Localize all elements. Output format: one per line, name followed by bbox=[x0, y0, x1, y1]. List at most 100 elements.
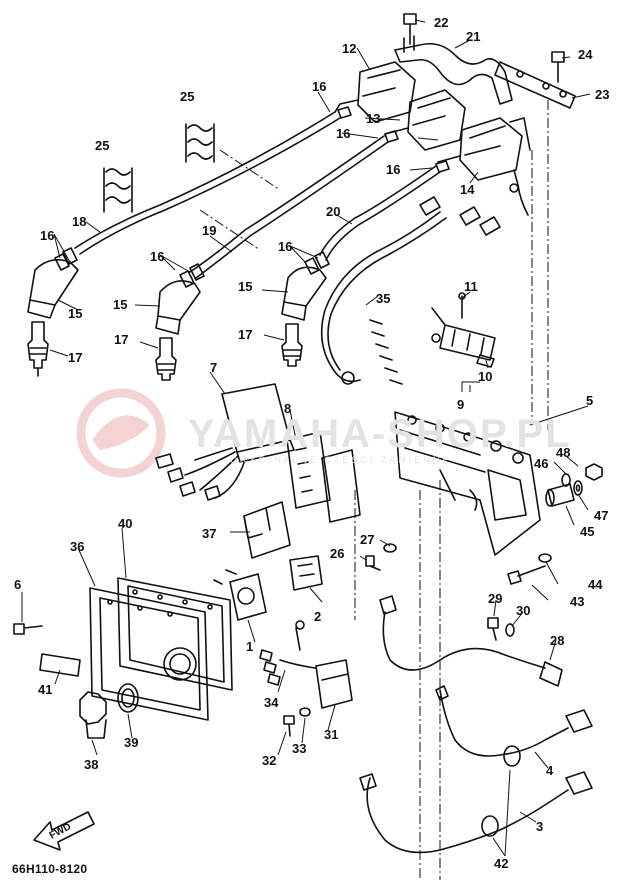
washer-33 bbox=[299, 707, 311, 717]
callout-40: 40 bbox=[118, 516, 133, 531]
electrical-bracket-5 bbox=[394, 411, 541, 556]
spark-plug-17-middle bbox=[155, 337, 177, 381]
callout-15b: 15 bbox=[113, 297, 128, 312]
callout-26: 26 bbox=[330, 546, 345, 561]
callout-16d: 16 bbox=[40, 228, 55, 243]
callout-32: 32 bbox=[262, 753, 277, 768]
callout-33: 33 bbox=[292, 741, 307, 756]
ignition-coil-13 bbox=[384, 89, 466, 151]
callout-43: 43 bbox=[570, 594, 585, 609]
ignition-coil-14 bbox=[437, 117, 531, 216]
callout-16b: 16 bbox=[336, 126, 351, 141]
nut-48 bbox=[585, 463, 603, 481]
callout-6: 6 bbox=[14, 577, 22, 592]
callout-18: 18 bbox=[72, 214, 87, 229]
gasket-40 bbox=[117, 577, 233, 691]
callout-28: 28 bbox=[550, 633, 565, 648]
callout-16e: 16 bbox=[278, 239, 293, 254]
callout-1: 1 bbox=[246, 639, 254, 654]
cap-38 bbox=[79, 691, 107, 739]
callout-35: 35 bbox=[376, 291, 391, 306]
callout-14: 14 bbox=[460, 182, 475, 197]
callout-2: 2 bbox=[314, 609, 322, 624]
coil-bracket-21 bbox=[394, 35, 513, 105]
grommet-16 bbox=[337, 106, 450, 173]
callout-44: 44 bbox=[588, 577, 603, 592]
washer-46 bbox=[561, 473, 571, 487]
screw-32 bbox=[283, 715, 295, 737]
starter-relay-1 bbox=[213, 569, 267, 621]
plug-cap-15-middle bbox=[155, 263, 205, 335]
callout-24: 24 bbox=[578, 47, 593, 62]
plug-cap-15-right bbox=[281, 251, 330, 321]
drawing-code: 66H110-8120 bbox=[12, 862, 88, 876]
callout-11: 11 bbox=[464, 279, 478, 294]
callout-3: 3 bbox=[536, 819, 544, 834]
callout-25a: 25 bbox=[180, 89, 195, 104]
callout-15a: 15 bbox=[68, 306, 83, 321]
spark-plug-17-right bbox=[281, 323, 303, 367]
connector-34 bbox=[259, 620, 316, 686]
callout-30: 30 bbox=[516, 603, 531, 618]
sensor-lead-28 bbox=[379, 595, 563, 687]
washer-30 bbox=[505, 623, 515, 637]
screw-29 bbox=[487, 617, 499, 641]
bolt-6 bbox=[13, 623, 43, 635]
bolt-22 bbox=[403, 13, 417, 45]
cover-plate-36 bbox=[89, 587, 209, 721]
ht-lead-19 bbox=[189, 135, 389, 279]
washer-44 bbox=[538, 553, 552, 563]
callout-17a: 17 bbox=[68, 350, 83, 365]
label-41 bbox=[39, 653, 81, 677]
lead-3 bbox=[359, 771, 593, 854]
callout-47: 47 bbox=[594, 508, 609, 523]
callout-48: 48 bbox=[556, 445, 571, 460]
callout-39: 39 bbox=[124, 735, 139, 750]
grommet-39 bbox=[117, 683, 139, 713]
fwd-arrow-icon bbox=[33, 811, 95, 851]
clamp-25-upper bbox=[185, 123, 215, 163]
washer-27 bbox=[383, 543, 397, 553]
collar-45 bbox=[545, 483, 575, 507]
cdi-unit-7 bbox=[155, 383, 295, 501]
grommet-42 bbox=[481, 745, 521, 837]
callout-19: 19 bbox=[202, 223, 217, 238]
bolt-43 bbox=[507, 565, 546, 585]
ht-lead-20 bbox=[319, 165, 441, 261]
callout-46: 46 bbox=[534, 456, 549, 471]
callout-4: 4 bbox=[546, 763, 554, 778]
wire-harness-35 bbox=[320, 196, 501, 385]
callout-37: 37 bbox=[202, 526, 217, 541]
callout-10: 10 bbox=[478, 369, 493, 384]
callout-21: 21 bbox=[466, 29, 481, 44]
callout-34: 34 bbox=[264, 695, 279, 710]
bracket-8 bbox=[286, 431, 361, 523]
callout-31: 31 bbox=[324, 727, 339, 742]
washer-47 bbox=[573, 480, 583, 496]
cover-37 bbox=[243, 501, 291, 559]
callout-7: 7 bbox=[210, 360, 218, 375]
clamp-25-lower bbox=[103, 167, 133, 213]
callout-20: 20 bbox=[326, 204, 341, 219]
rectifier-9-10-11 bbox=[431, 292, 496, 368]
callout-17b: 17 bbox=[114, 332, 129, 347]
callout-41: 41 bbox=[38, 682, 53, 697]
callout-45: 45 bbox=[580, 524, 595, 539]
callout-16a: 16 bbox=[312, 79, 327, 94]
callout-5: 5 bbox=[586, 393, 594, 408]
callout-23: 23 bbox=[595, 87, 610, 102]
ht-lead-18 bbox=[74, 111, 341, 255]
callout-16f: 16 bbox=[150, 249, 165, 264]
callout-29: 29 bbox=[488, 591, 503, 606]
bracket-23 bbox=[494, 61, 576, 109]
callout-17c: 17 bbox=[238, 327, 253, 342]
screw-26 bbox=[365, 555, 381, 571]
watermark-text: YAMAHA-SHOP.PL bbox=[188, 412, 572, 456]
spark-plug-17-left bbox=[27, 321, 49, 377]
watermark-logo-icon bbox=[76, 388, 166, 478]
bolt-24 bbox=[551, 51, 565, 83]
bracket-31 bbox=[315, 659, 353, 709]
callout-16c: 16 bbox=[386, 162, 401, 177]
callout-15c: 15 bbox=[238, 279, 253, 294]
